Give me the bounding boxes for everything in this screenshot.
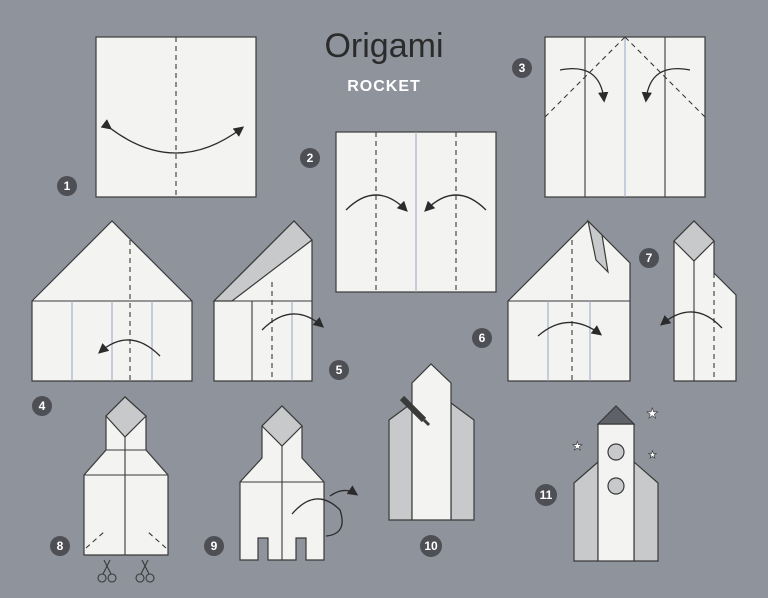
page-title: Origami xyxy=(324,27,443,65)
step-badge-2: 2 xyxy=(300,148,320,168)
step-badge-11: 11 xyxy=(535,484,557,506)
star-icon: ★ xyxy=(572,439,583,453)
star-icon: ★ xyxy=(648,450,657,461)
step-badge-5: 5 xyxy=(329,360,349,380)
pencil-icon xyxy=(399,395,431,427)
step-2-square xyxy=(335,131,497,293)
step-badge-9: 9 xyxy=(204,536,224,556)
step-badge-3: 3 xyxy=(512,58,532,78)
step-badge-6: 6 xyxy=(472,328,492,348)
svg-text:7: 7 xyxy=(646,251,653,265)
star-icon: ★ xyxy=(646,406,659,422)
step-1-square xyxy=(95,36,257,198)
step-badge-7: 7 xyxy=(639,248,659,268)
step-7-folded xyxy=(659,220,737,382)
step-3-square xyxy=(544,36,706,198)
svg-text:6: 6 xyxy=(479,331,486,345)
svg-text:1: 1 xyxy=(64,179,71,193)
step-badge-10: 10 xyxy=(420,535,442,557)
svg-text:4: 4 xyxy=(39,399,46,413)
svg-text:11: 11 xyxy=(540,488,553,502)
svg-text:5: 5 xyxy=(336,363,343,377)
page-subtitle: ROCKET xyxy=(347,78,421,95)
svg-text:8: 8 xyxy=(57,539,64,553)
step-badge-4: 4 xyxy=(32,396,52,416)
step-11-finished-rocket: ★ ★ ★ xyxy=(572,405,659,562)
svg-text:10: 10 xyxy=(424,539,438,553)
svg-text:9: 9 xyxy=(211,539,218,553)
step-10-rocket-fins xyxy=(388,363,475,521)
svg-text:2: 2 xyxy=(307,151,314,165)
step-badge-8: 8 xyxy=(50,536,70,556)
scissors-icon xyxy=(135,559,155,583)
step-badge-1: 1 xyxy=(57,176,77,196)
scissors-icon xyxy=(97,559,117,583)
step-5-folded xyxy=(212,220,324,382)
step-9-rocket-cut xyxy=(239,405,359,561)
step-6-folded xyxy=(507,219,631,382)
step-4-house xyxy=(31,220,193,382)
svg-text:3: 3 xyxy=(519,61,526,75)
step-8-rocket-body xyxy=(83,396,169,583)
